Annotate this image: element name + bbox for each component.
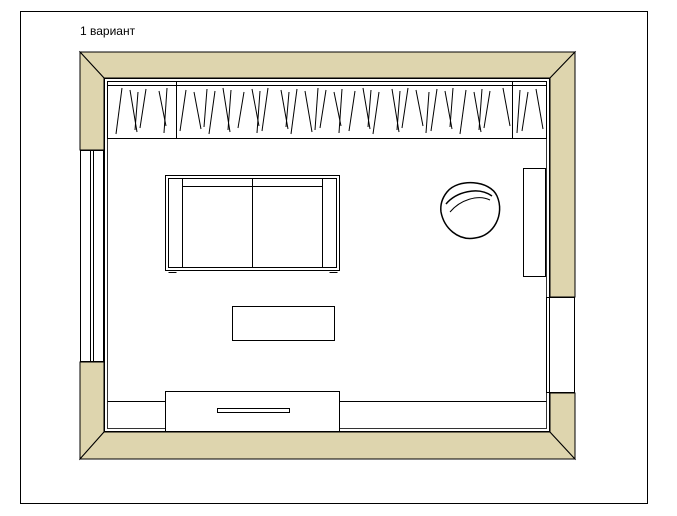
- walls: [78, 50, 577, 461]
- hanger-stroke: [367, 89, 372, 128]
- plan-title: 1 вариант: [80, 24, 136, 38]
- armchair: [440, 181, 501, 240]
- wall-bottom: [78, 431, 577, 460]
- hanger-stroke: [208, 90, 216, 135]
- hanger-stroke: [516, 89, 521, 134]
- hanger-stroke: [449, 87, 454, 128]
- wall-top: [78, 51, 577, 79]
- window-left: [80, 150, 104, 362]
- hanger-stroke: [535, 88, 544, 130]
- hanger-stroke: [115, 87, 123, 135]
- tv: [217, 408, 290, 413]
- hanger-stroke: [134, 91, 139, 131]
- wardrobe-hangers: [115, 87, 544, 135]
- hanger-stroke: [314, 87, 319, 131]
- hanger-stroke: [203, 88, 208, 128]
- hanger-stroke: [261, 87, 269, 132]
- hanger-stroke: [237, 91, 245, 129]
- hanger-stroke: [478, 88, 483, 131]
- hanger-stroke: [483, 90, 491, 129]
- sofa: [165, 175, 340, 273]
- hanger-stroke: [256, 90, 261, 134]
- hanger-stroke: [372, 91, 380, 135]
- hanger-stroke: [163, 87, 168, 134]
- right-cabinet: [523, 168, 546, 277]
- hanger-stroke: [139, 88, 147, 129]
- coffee-table: [232, 306, 335, 341]
- hanger-stroke: [425, 91, 430, 134]
- hanger-stroke: [430, 88, 438, 132]
- hanger-stroke: [290, 88, 298, 135]
- hanger-stroke: [338, 88, 343, 134]
- hanger-stroke: [415, 89, 424, 127]
- hanger-stroke: [319, 89, 327, 129]
- wall-right-upper: [549, 50, 576, 298]
- hanger-stroke: [502, 87, 511, 127]
- hanger-stroke: [348, 90, 356, 132]
- wardrobe: [107, 81, 547, 139]
- hanger-stroke: [459, 89, 467, 135]
- hanger-stroke: [193, 91, 202, 130]
- hanger-stroke: [285, 91, 290, 128]
- hanger-stroke: [304, 90, 313, 133]
- door-opening-right: [546, 297, 575, 393]
- hanger-stroke: [179, 89, 187, 132]
- hanger-stroke: [401, 87, 409, 129]
- hanger-stroke: [521, 91, 529, 132]
- hanger-stroke: [227, 89, 232, 131]
- hanger-stroke: [396, 90, 401, 131]
